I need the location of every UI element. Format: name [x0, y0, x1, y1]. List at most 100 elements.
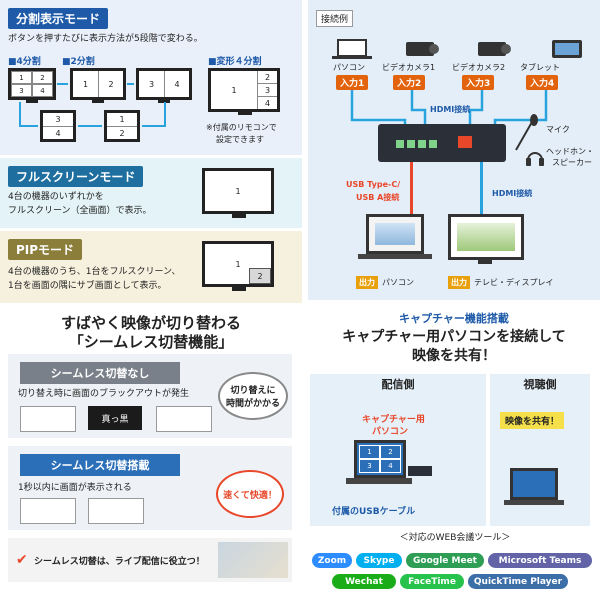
laptop-screen-content — [375, 223, 415, 245]
input-badge-1: 入力1 — [336, 75, 369, 90]
monitor-stacked: 3 4 — [40, 110, 76, 142]
cell-1: 1 — [11, 71, 32, 84]
monitor-pip: 1 2 — [202, 241, 274, 287]
check-icon: ✔ — [16, 552, 28, 568]
screen-black: 真っ黒 — [88, 406, 142, 430]
capture-pc-label-1: キャプチャー用 — [362, 415, 425, 425]
cell-2: 2 — [249, 268, 271, 284]
output-badge-pc: 出力 — [356, 276, 378, 289]
cell-4: 4 — [264, 98, 271, 108]
fullscreen-line-2: フルスクリーン（全画面）で表示。 — [8, 206, 152, 216]
capture-grid-cell: 1 — [359, 445, 380, 459]
capture-grid-cell: 3 — [359, 459, 380, 473]
four-split-label: ■4分割 — [8, 57, 41, 67]
input-badge-4: 入力4 — [526, 75, 559, 90]
monitor-stand — [232, 287, 246, 291]
usb-label-1: USB Type-C/ — [346, 180, 401, 189]
cell-4: 4 — [32, 84, 53, 97]
pip-line-1: 4台の機器のうち、1台をフルスクリーン、 — [8, 267, 181, 277]
cell-1: 1 — [211, 71, 258, 109]
cell-1: 1 — [73, 71, 99, 97]
switcher-buttons[interactable] — [396, 140, 440, 148]
hdmi-out-wire — [480, 162, 483, 214]
input-wires — [350, 90, 548, 126]
monitor-two-split: 1 2 — [70, 68, 126, 100]
monitor-stand — [92, 100, 104, 103]
screen-before-fast — [20, 498, 76, 524]
input-badge-3: 入力3 — [462, 75, 495, 90]
without-note-text: 切り替えに時間がかかる — [225, 386, 280, 409]
share-bubble: 映像を共有！ — [500, 412, 565, 429]
cell-1: 1 — [235, 259, 241, 269]
capture-title-2: 映像を共有！ — [412, 348, 496, 364]
capture-pc-base — [346, 478, 412, 484]
cycle-arrows — [19, 83, 166, 127]
split-mode-title: 分割表示モード — [8, 8, 109, 29]
headphone-label-1: ヘッドホン・ — [546, 147, 594, 156]
cell-4: 4 — [55, 128, 61, 138]
switcher-red-button[interactable] — [458, 136, 472, 148]
fullscreen-mode-title: フルスクリーンモード — [8, 166, 144, 187]
monitor-fullscreen: 1 — [202, 168, 274, 214]
variant-split-label: ■変形４分割 — [208, 57, 262, 67]
screen-after — [156, 406, 212, 432]
cell-4: 4 — [174, 79, 180, 89]
seamless-footer-panel: ✔ シームレス切替は、ライブ配信に役立つ！ — [8, 538, 292, 582]
seamless-with-desc: 1秒以内に画面が表示される — [18, 483, 132, 493]
remote-note-2: 設定できます — [216, 135, 264, 144]
capture-switcher — [408, 466, 432, 476]
laptop-base — [358, 254, 432, 259]
four-split-grid: 1 2 3 4 — [11, 71, 53, 97]
hdmi-out-label: HDMI接続 — [492, 189, 533, 198]
capture-pc-label-2: パソコン — [372, 427, 409, 437]
monitor-stacked-b: 1 2 — [104, 110, 140, 142]
viewer-pc-base — [504, 500, 564, 505]
cell-2: 2 — [108, 79, 114, 89]
capture-grid-cell: 4 — [380, 459, 401, 473]
seamless-footer-text: シームレス切替は、ライブ配信に役立つ！ — [34, 557, 205, 567]
input-badge-2: 入力2 — [393, 75, 426, 90]
seamless-without-desc: 切り替え時に画面のブラックアウトが発生 — [18, 389, 190, 399]
tool-skype: Skype — [356, 553, 402, 568]
switcher-device — [378, 124, 506, 162]
pip-line-2: 1台を画面の隅にサブ画面として表示。 — [8, 281, 167, 291]
cell-3: 3 — [139, 71, 165, 97]
device-label-tablet: タブレット — [520, 63, 560, 72]
capture-sub: キャプチャー機能搭載 — [399, 312, 509, 325]
split-mode-desc: ボタンを押すたびに表示方法が5段階で変わる。 — [8, 34, 203, 44]
tool-google-meet: Google Meet — [406, 553, 484, 568]
tool-wechat: Wechat — [332, 574, 396, 589]
tool-microsoft-teams: Microsoft Teams — [488, 553, 592, 568]
monitor-two-split-b: 3 4 — [136, 68, 192, 100]
output-tv-screen — [448, 214, 524, 260]
monitor-stand — [158, 100, 170, 103]
device-label-camera1: ビデオカメラ1 — [382, 63, 436, 72]
input-device-icons — [332, 39, 582, 59]
mic-label: マイク — [546, 125, 570, 134]
cell-2: 2 — [119, 128, 125, 138]
cell-1: 1 — [107, 113, 137, 127]
cell-1: 1 — [235, 186, 241, 196]
tv-screen-content — [457, 223, 515, 251]
device-label-pc: パソコン — [333, 63, 365, 72]
cell-2: 2 — [258, 71, 277, 84]
pip-mode-panel: PIPモード 4台の機器のうち、1台をフルスクリーン、 1台を画面の隅にサブ画面… — [0, 231, 302, 303]
cell-3: 3 — [11, 84, 32, 97]
usb-cable-label: 付属のUSBケーブル — [332, 507, 416, 517]
capture-title-1: キャプチャー用パソコンを接続して — [342, 329, 566, 345]
output-badge-tv: 出力 — [448, 276, 470, 289]
hdmi-in-label: HDMI接続 — [430, 105, 471, 114]
view-side-label: 視聴側 — [523, 378, 557, 391]
monitor-stand — [232, 214, 246, 218]
usb-label-2: USB A接続 — [356, 193, 400, 202]
output-label-pc: パソコン — [382, 278, 414, 287]
monitor-four-split: 1 2 3 4 — [8, 68, 56, 100]
cell-2: 2 — [32, 71, 53, 84]
screen-before — [20, 406, 76, 432]
two-split-label: ■2分割 — [62, 57, 95, 67]
seamless-without-label: シームレス切替なし — [20, 362, 180, 384]
headphone-icon — [526, 152, 544, 166]
seamless-with-label: シームレス切替搭載 — [20, 454, 180, 476]
